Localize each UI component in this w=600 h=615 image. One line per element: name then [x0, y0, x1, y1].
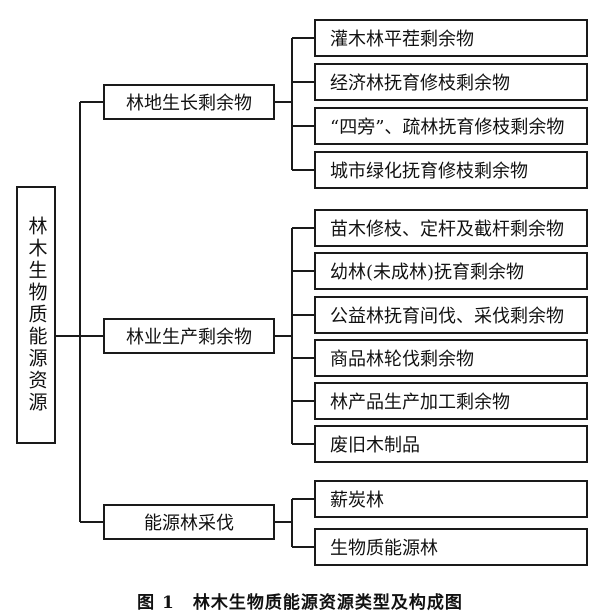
- leaf-label: “四旁”、疏林抚育修枝剩余物: [330, 117, 565, 138]
- leaf-label: 生物质能源林: [330, 538, 438, 559]
- branch-label: 林地生长剩余物: [126, 93, 252, 114]
- leaf-label: 商品林轮伐剩余物: [330, 349, 474, 370]
- branch-label: 林业生产剩余物: [126, 327, 252, 348]
- leaf-node: 经济林抚育修枝剩余物: [314, 63, 588, 101]
- branch-node-energy-forest-harvest: 能源林采伐: [103, 504, 275, 540]
- leaf-label: 公益林抚育间伐、采伐剩余物: [330, 306, 564, 327]
- leaf-node: 幼林(未成林)抚育剩余物: [314, 252, 588, 290]
- branch-label: 能源林采伐: [144, 513, 234, 534]
- leaf-label: 废旧木制品: [330, 435, 420, 456]
- leaf-label: 苗木修枝、定杆及截杆剩余物: [330, 219, 564, 240]
- leaf-node: 商品林轮伐剩余物: [314, 339, 588, 377]
- leaf-label: 经济林抚育修枝剩余物: [330, 73, 510, 94]
- leaf-label: 灌木林平茬剩余物: [330, 29, 474, 50]
- leaf-node: “四旁”、疏林抚育修枝剩余物: [314, 107, 588, 145]
- leaf-label: 薪炭林: [330, 490, 384, 511]
- leaf-node: 苗木修枝、定杆及截杆剩余物: [314, 209, 588, 247]
- leaf-node: 生物质能源林: [314, 528, 588, 566]
- leaf-node: 灌木林平茬剩余物: [314, 19, 588, 57]
- leaf-label: 幼林(未成林)抚育剩余物: [330, 262, 525, 283]
- figure-number: 图 1: [137, 593, 175, 613]
- branch-node-forest-growth-residue: 林地生长剩余物: [103, 84, 275, 120]
- leaf-node: 城市绿化抚育修枝剩余物: [314, 151, 588, 189]
- leaf-node: 废旧木制品: [314, 425, 588, 463]
- root-node: 林木生物质能源资源: [16, 186, 56, 444]
- branch-node-forestry-production-residue: 林业生产剩余物: [103, 318, 275, 354]
- leaf-label: 林产品生产加工剩余物: [330, 392, 510, 413]
- leaf-node: 林产品生产加工剩余物: [314, 382, 588, 420]
- leaf-label: 城市绿化抚育修枝剩余物: [330, 161, 528, 182]
- leaf-node: 薪炭林: [314, 480, 588, 518]
- figure-caption: 图 1 林木生物质能源资源类型及构成图: [0, 588, 600, 613]
- leaf-node: 公益林抚育间伐、采伐剩余物: [314, 296, 588, 334]
- root-label: 林木生物质能源资源: [25, 216, 48, 414]
- figure-title: 林木生物质能源资源类型及构成图: [192, 593, 463, 613]
